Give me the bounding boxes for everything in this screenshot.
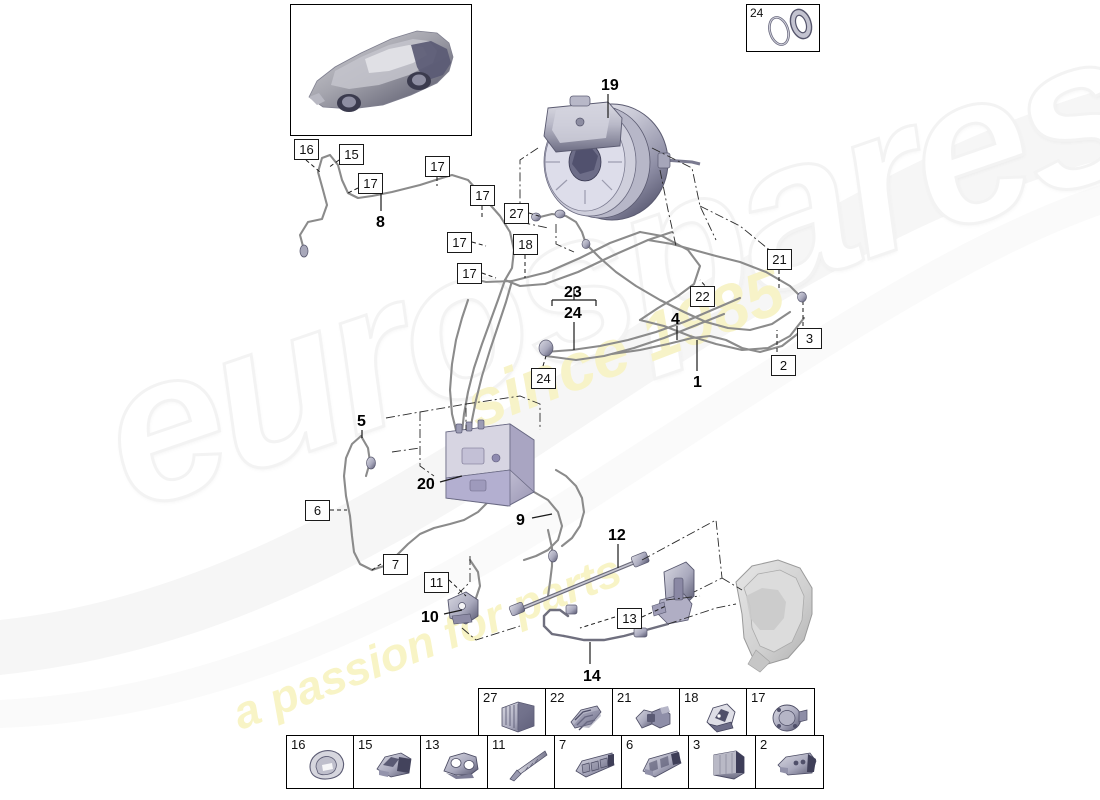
brake-booster-assembly — [543, 95, 701, 221]
label-20-7[interactable]: 20 — [417, 476, 435, 493]
callout-7-15[interactable]: 7 — [383, 554, 408, 575]
legend-number: 7 — [559, 737, 567, 752]
legend-cell-7[interactable]: 7 — [555, 736, 622, 788]
label-1-5[interactable]: 1 — [693, 374, 702, 391]
legend-number: 3 — [693, 737, 701, 752]
callout-18-7[interactable]: 18 — [513, 234, 538, 255]
callout-24-13[interactable]: 24 — [531, 368, 556, 389]
legend-row-top: 27 22 21 18 17 — [478, 688, 815, 742]
legend-cell-21[interactable]: 21 — [613, 689, 680, 741]
pipe-5 — [359, 434, 372, 478]
legend-number: 22 — [550, 690, 565, 705]
legend-number: 21 — [617, 690, 632, 705]
callout-17-5[interactable]: 17 — [447, 232, 472, 253]
legend-number: 13 — [425, 737, 440, 752]
legend-cell-13[interactable]: 13 — [421, 736, 488, 788]
seal-rings-icon — [768, 8, 813, 46]
legend-number: 18 — [684, 690, 699, 705]
label-4-4[interactable]: 4 — [671, 311, 680, 328]
seal-ring-box: 24 — [746, 4, 820, 52]
label-14-11[interactable]: 14 — [583, 668, 601, 685]
legend-cell-15[interactable]: 15 — [354, 736, 421, 788]
callout-17-3[interactable]: 17 — [425, 156, 450, 177]
legend-number: 6 — [626, 737, 634, 752]
grouping-frames — [385, 147, 773, 641]
callout-21-9[interactable]: 21 — [767, 249, 792, 270]
grommet-16 — [299, 244, 309, 258]
label-9-8[interactable]: 9 — [516, 512, 525, 529]
label-24-3[interactable]: 24 — [564, 305, 582, 322]
callout-22-10[interactable]: 22 — [690, 286, 715, 307]
label-12-9[interactable]: 12 — [608, 527, 626, 544]
legend-cell-22[interactable]: 22 — [546, 689, 613, 741]
legend-number: 16 — [291, 737, 306, 752]
callout-17-6[interactable]: 17 — [457, 263, 482, 284]
callout-27-8[interactable]: 27 — [504, 203, 529, 224]
callout-15-1[interactable]: 15 — [339, 144, 364, 165]
callout-6-14[interactable]: 6 — [305, 500, 330, 521]
pipe-1 — [610, 330, 802, 356]
pipe-6 — [342, 434, 374, 572]
wheel-speed-sensor-14 — [542, 604, 670, 642]
callout-13-17[interactable]: 13 — [617, 608, 642, 629]
legend-cell-6[interactable]: 6 — [622, 736, 689, 788]
legend-cell-2[interactable]: 2 — [756, 736, 823, 788]
legend-cell-16[interactable]: 16 — [287, 736, 354, 788]
callout-2-12[interactable]: 2 — [771, 355, 796, 376]
legend-number: 2 — [760, 737, 768, 752]
brake-hose-12 — [508, 551, 650, 617]
legend-number: 17 — [751, 690, 766, 705]
pipe-27 — [534, 212, 588, 246]
wheel-speed-sensor-bracket — [651, 561, 695, 625]
pipe-to-abs-a — [460, 278, 507, 434]
label-19-0[interactable]: 19 — [601, 77, 619, 94]
pipe-8 — [298, 153, 516, 282]
bracket-10 — [447, 591, 479, 625]
legend-cell-3[interactable]: 3 — [689, 736, 756, 788]
pipe-to-abs-b — [468, 279, 514, 436]
label-5-6[interactable]: 5 — [357, 413, 366, 430]
callout-17-4[interactable]: 17 — [470, 185, 495, 206]
legend-number: 11 — [492, 737, 506, 752]
vehicle-illustration-icon — [308, 30, 454, 112]
legend-cell-18[interactable]: 18 — [680, 689, 747, 741]
legend-number: 27 — [483, 690, 498, 705]
brake-caliper — [735, 559, 813, 673]
pipe-17-branch — [468, 230, 642, 284]
callout-17-2[interactable]: 17 — [358, 173, 383, 194]
label-10-10[interactable]: 10 — [421, 609, 439, 626]
abs-hydraulic-unit — [445, 419, 535, 507]
seal-ring-number: 24 — [750, 6, 764, 20]
callout-16-0[interactable]: 16 — [294, 139, 319, 160]
legend-cell-17[interactable]: 17 — [747, 689, 814, 741]
legend-cell-11[interactable]: 11 — [488, 736, 555, 788]
label-8-1[interactable]: 8 — [376, 214, 385, 231]
callout-3-11[interactable]: 3 — [797, 328, 822, 349]
vehicle-thumbnail — [290, 4, 472, 136]
pipe-9 — [518, 488, 564, 562]
label-23-2[interactable]: 23 — [564, 284, 582, 301]
callout-11-16[interactable]: 11 — [424, 572, 449, 593]
pipe-4 — [584, 242, 792, 332]
pipe-to-10 — [546, 528, 554, 598]
legend-cell-27[interactable]: 27 — [479, 689, 546, 741]
legend-number: 15 — [358, 737, 373, 752]
legend-row-bottom: 16 15 13 11 7 6 3 2 — [286, 735, 824, 789]
